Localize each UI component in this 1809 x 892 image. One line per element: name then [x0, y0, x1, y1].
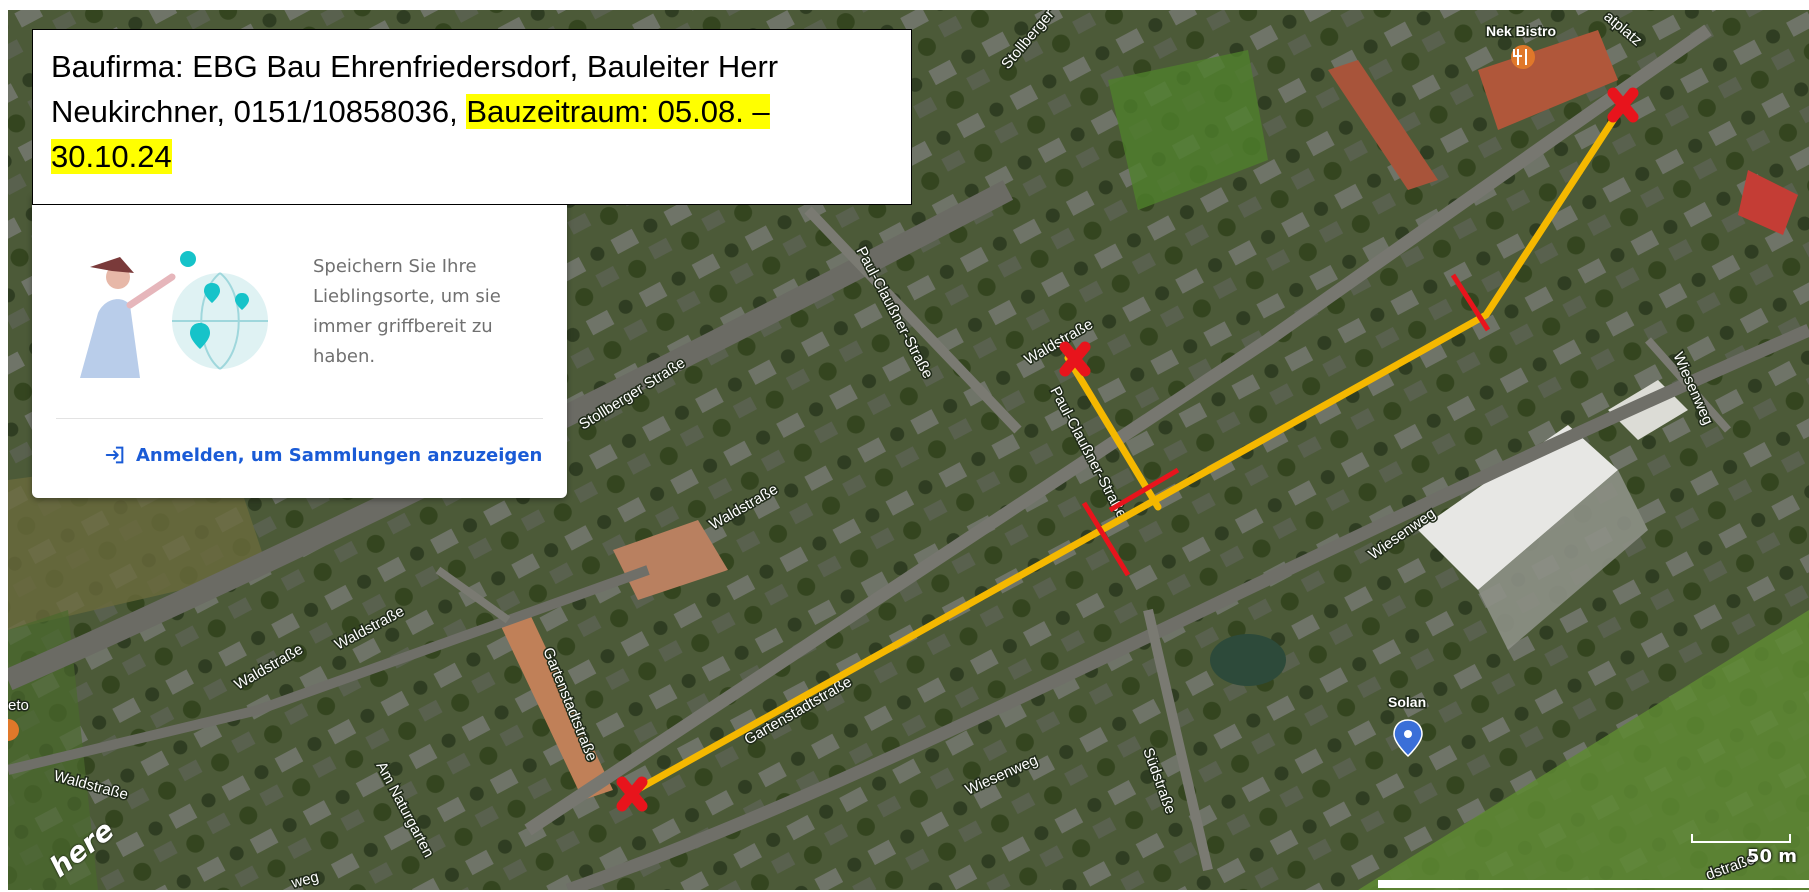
poi-nek-bistro[interactable]: Nek Bistro	[1485, 22, 1558, 69]
construction-info-box: Baufirma: EBG Bau Ehrenfriedersdorf, Bau…	[32, 29, 912, 205]
poi-solan[interactable]: Solan	[1387, 693, 1428, 758]
login-arrow-icon	[105, 446, 124, 464]
collections-panel: Speichern Sie Ihre Lieblingsorte, um sie…	[32, 195, 567, 498]
restaurant-icon	[1511, 45, 1535, 69]
route-endpoint-marker	[616, 87, 1639, 812]
poi-edge-marker[interactable]	[8, 719, 19, 741]
collections-message: Speichern Sie Ihre Lieblingsorte, um sie…	[313, 256, 501, 367]
panel-divider	[56, 418, 543, 419]
street-label-eto: eto	[8, 697, 29, 714]
map-pin-icon	[1393, 719, 1423, 758]
construction-company-info: Baufirma: EBG Bau Ehrenfriedersdorf, Bau…	[51, 49, 779, 129]
scale-bar: 50 m	[1677, 830, 1797, 870]
map-bottom-bar	[1378, 880, 1809, 888]
login-to-view-collections-link[interactable]: Anmelden, um Sammlungen anzuzeigen	[104, 439, 542, 471]
scale-label: 50 m	[1746, 846, 1797, 867]
svg-text:Solan: Solan	[1388, 694, 1426, 710]
scale-bar-line	[1691, 834, 1791, 843]
svg-text:Nek Bistro: Nek Bistro	[1486, 23, 1556, 39]
login-label: Anmelden, um Sammlungen anzuzeigen	[136, 444, 543, 466]
collections-illustration-icon	[80, 251, 268, 378]
construction-route	[629, 101, 1627, 796]
road-barriers	[1081, 273, 1491, 577]
